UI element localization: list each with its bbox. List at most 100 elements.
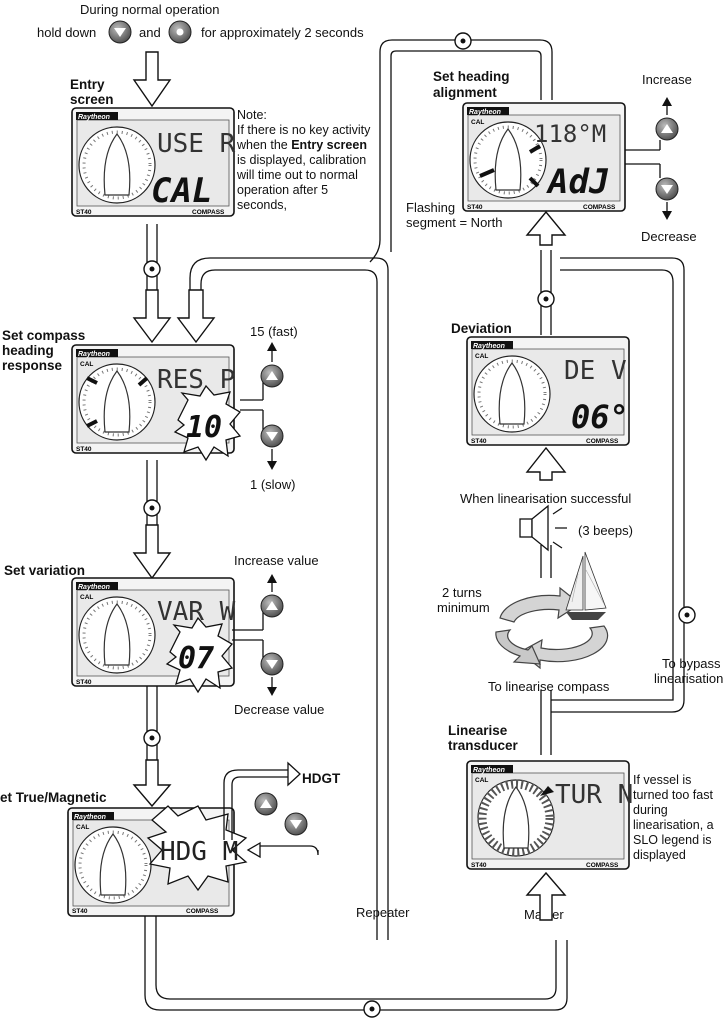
truemag-lcd-value: HDG M bbox=[160, 837, 238, 867]
alignment-lcd-top: 118°M bbox=[534, 120, 606, 148]
alignment-title-2: alignment bbox=[433, 85, 497, 100]
alignment-up-label: Increase bbox=[642, 72, 692, 87]
deviation-cal: CAL bbox=[475, 353, 488, 360]
timeout-note: Note: If there is no key activity when t… bbox=[237, 108, 377, 213]
entry-title-2: screen bbox=[70, 92, 114, 107]
truemag-down-key-icon bbox=[284, 812, 308, 836]
brand-logo bbox=[76, 112, 118, 120]
header-duration: for approximately 2 seconds bbox=[201, 25, 364, 40]
variation-cal: CAL bbox=[80, 594, 93, 601]
linearise-title-1: Linearise bbox=[448, 723, 508, 738]
variation-down-label: Decrease value bbox=[234, 702, 325, 717]
response-model: ST40 bbox=[76, 446, 92, 453]
deviation-lcd-top: DE V bbox=[564, 356, 627, 386]
truemag-type: COMPASS bbox=[186, 908, 219, 915]
variation-title: Set variation bbox=[4, 563, 86, 578]
variation-down-key-icon bbox=[232, 639, 284, 696]
truemag-title: et True/Magnetic bbox=[0, 790, 107, 805]
rotation-arrows-icon bbox=[495, 586, 609, 670]
mode-key-icon bbox=[168, 20, 192, 44]
response-lcd-top: RES P bbox=[157, 365, 235, 395]
response-up-key-icon bbox=[240, 342, 284, 401]
response-title-2: heading bbox=[2, 343, 54, 358]
alignment-down-key-icon bbox=[625, 163, 679, 220]
response-title-1: Set compass bbox=[2, 328, 86, 343]
flow-node-icons bbox=[143, 32, 696, 1018]
linearise-display: Raytheon CAL TUR N ST40 COMPASS bbox=[466, 760, 633, 870]
alignment-cal: CAL bbox=[471, 119, 484, 126]
note-text-a: If there is no key activity when the bbox=[237, 123, 371, 152]
alignment-display: Raytheon CAL 118°M AdJ ST40 COMPASS bbox=[462, 102, 626, 212]
bypass-label-1: To bypass bbox=[662, 656, 721, 671]
deviation-display: Raytheon CAL DE V 06° ST40 COMPASS bbox=[466, 336, 630, 446]
entry-title-1: Entry bbox=[70, 77, 105, 92]
linearise-compass-label: To linearise compass bbox=[488, 679, 610, 694]
flow-paths bbox=[144, 39, 685, 1011]
entry-display: Raytheon USE R CAL ST40 COMPASS bbox=[71, 107, 236, 217]
slo-note: If vessel is turned too fast during line… bbox=[633, 773, 714, 862]
truemag-model: ST40 bbox=[72, 908, 88, 915]
variation-lcd-value: 07 bbox=[178, 641, 214, 676]
note-heading: Note: bbox=[237, 108, 267, 122]
speaker-icon bbox=[519, 504, 567, 552]
truemag-brand: Raytheon bbox=[74, 814, 106, 821]
alignment-lcd-bottom: AdJ bbox=[546, 162, 609, 202]
deviation-type: COMPASS bbox=[586, 438, 619, 445]
variation-brand: Raytheon bbox=[78, 584, 110, 591]
note-text-b: is displayed, calibration will time out … bbox=[237, 153, 367, 212]
response-display: Raytheon CAL RES P 10 ST40 bbox=[71, 344, 242, 462]
alignment-model: ST40 bbox=[467, 204, 483, 211]
response-brand: Raytheon bbox=[78, 351, 110, 358]
linearise-title-2: transducer bbox=[448, 738, 518, 753]
sailboat-icon bbox=[565, 551, 607, 620]
linearise-brand: Raytheon bbox=[473, 767, 505, 774]
success-label: When linearisation successful bbox=[460, 491, 632, 506]
header-hold-down: hold down bbox=[37, 25, 97, 40]
alignment-up-key-icon bbox=[625, 97, 679, 151]
entry-type: COMPASS bbox=[192, 209, 225, 216]
linearise-model: ST40 bbox=[471, 862, 487, 869]
response-down-label: 1 (slow) bbox=[250, 477, 296, 492]
flash-label-2: segment = North bbox=[406, 215, 503, 230]
repeater-label: Repeater bbox=[356, 905, 410, 920]
truemag-cal: CAL bbox=[76, 824, 89, 831]
alignment-down-label: Decrease bbox=[641, 229, 697, 244]
alignment-brand: Raytheon bbox=[469, 109, 501, 116]
linearise-lcd-top: TUR N bbox=[555, 780, 633, 810]
hdgt-label: HDGT bbox=[302, 771, 341, 786]
beeps-label: (3 beeps) bbox=[578, 523, 633, 538]
variation-display: Raytheon CAL VAR W 07 ST40 bbox=[71, 577, 236, 694]
response-up-label: 15 (fast) bbox=[250, 324, 298, 339]
turns-label-1: 2 turns bbox=[442, 585, 482, 600]
flow-arrows bbox=[132, 51, 567, 921]
entry-lcd-top: USE R bbox=[157, 129, 236, 159]
response-cal: CAL bbox=[80, 361, 93, 368]
variation-up-label: Increase value bbox=[234, 553, 319, 568]
variation-up-key-icon bbox=[232, 574, 284, 631]
deviation-model: ST40 bbox=[471, 438, 487, 445]
alignment-title-1: Set heading bbox=[433, 69, 510, 84]
response-lcd-value: 10 bbox=[186, 410, 222, 445]
deviation-title: Deviation bbox=[451, 321, 512, 336]
alignment-type: COMPASS bbox=[583, 204, 616, 211]
bypass-label-2: linearisation bbox=[654, 671, 724, 686]
header-line1: During normal operation bbox=[80, 2, 220, 17]
response-down-key-icon bbox=[240, 409, 284, 470]
header-and: and bbox=[139, 25, 161, 40]
hdgt-toggle-path bbox=[223, 761, 319, 859]
entry-brand: Raytheon bbox=[78, 114, 110, 121]
truemag-display: Raytheon CAL HDG M ST40 COMPASS bbox=[67, 805, 248, 917]
note-text-bold: Entry screen bbox=[291, 138, 367, 152]
response-title-3: response bbox=[2, 358, 63, 373]
flash-burst bbox=[173, 384, 242, 462]
down-key-icon bbox=[108, 20, 132, 44]
entry-model: ST40 bbox=[76, 209, 92, 216]
turns-label-2: minimum bbox=[437, 600, 490, 615]
linearise-cal: CAL bbox=[475, 777, 488, 784]
deviation-brand: Raytheon bbox=[473, 343, 505, 350]
variation-model: ST40 bbox=[76, 679, 92, 686]
entry-lcd-bottom: CAL bbox=[151, 171, 212, 211]
flash-label-1: Flashing bbox=[406, 200, 456, 215]
linearise-type: COMPASS bbox=[586, 862, 619, 869]
